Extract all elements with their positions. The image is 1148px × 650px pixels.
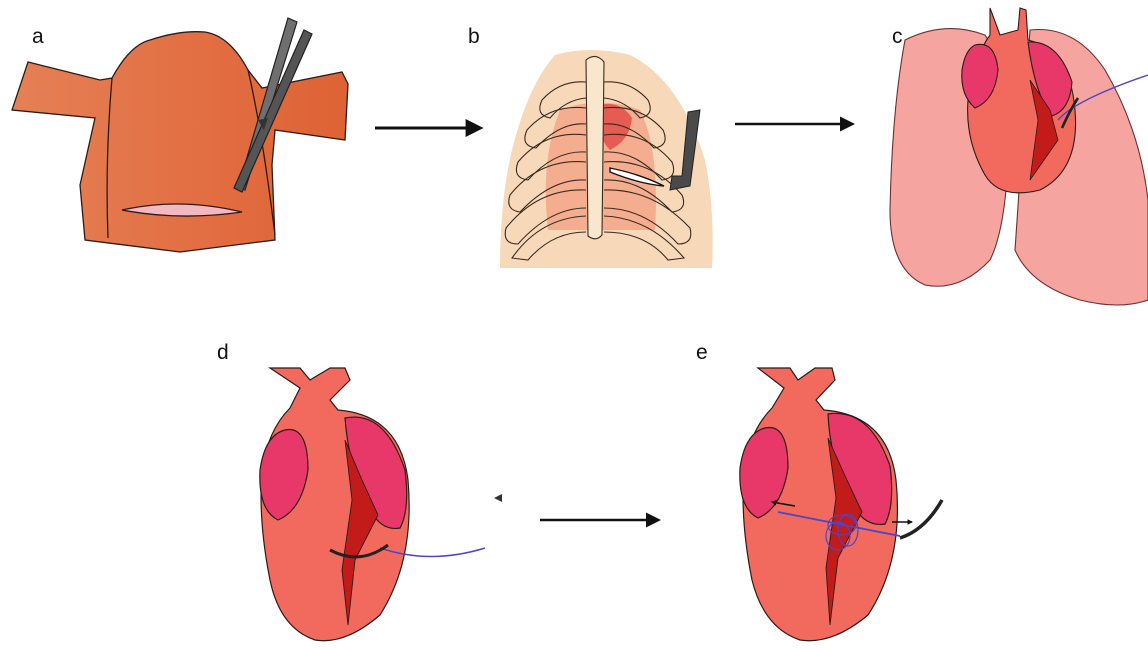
panel-label-e: e bbox=[696, 341, 708, 364]
needle-icon-e bbox=[900, 500, 942, 538]
heart-d bbox=[260, 368, 485, 641]
panel-e: e bbox=[696, 341, 942, 641]
panel-d: d bbox=[217, 341, 485, 641]
panel-label-c: c bbox=[892, 25, 903, 48]
heart-e bbox=[740, 368, 942, 641]
panel-a: a bbox=[12, 18, 348, 252]
rib-cage-illustration bbox=[500, 50, 713, 268]
arrow-tip-mark bbox=[494, 494, 502, 502]
panel-c: c bbox=[890, 8, 1148, 305]
panel-b: b bbox=[468, 25, 713, 268]
panel-label-d: d bbox=[217, 341, 229, 364]
panel-label-b: b bbox=[468, 25, 480, 48]
panel-label-a: a bbox=[32, 25, 44, 48]
